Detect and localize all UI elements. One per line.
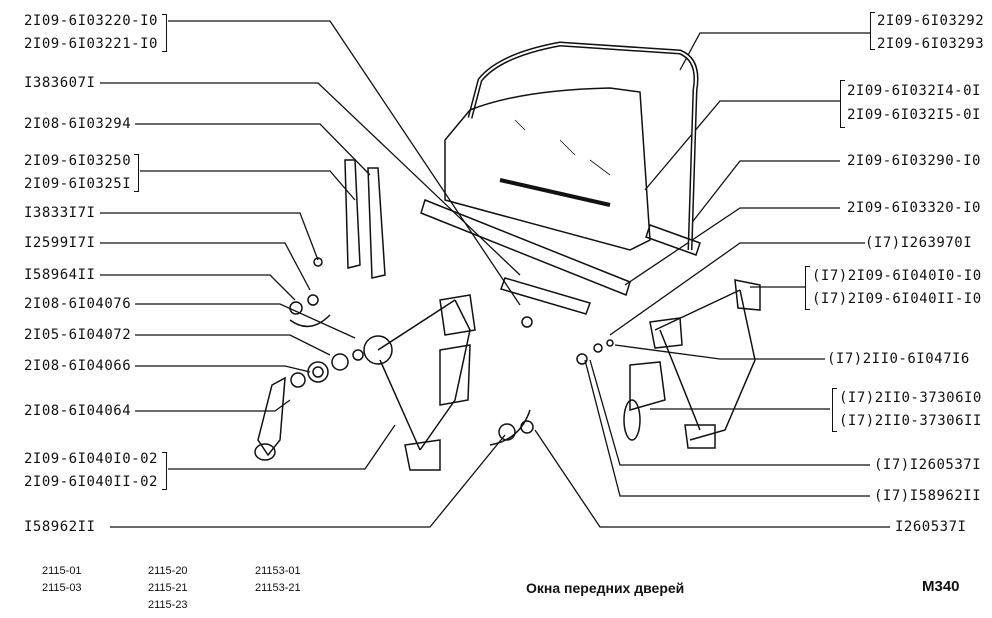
leader-r5 bbox=[689, 160, 840, 226]
label-part: (I7)2I09-6I040I0-I0 bbox=[812, 268, 982, 284]
leader-l14 bbox=[168, 424, 396, 470]
guide-rails bbox=[344, 159, 386, 279]
bracket bbox=[162, 14, 167, 52]
leader-r1 bbox=[679, 32, 870, 71]
page-code: M340 bbox=[922, 578, 960, 595]
bracket bbox=[870, 12, 875, 50]
hardware bbox=[254, 257, 614, 461]
model-code: 2115-23 bbox=[148, 599, 188, 611]
window-regulator-left bbox=[363, 294, 476, 471]
label-part: 2I09-6I03290-I0 bbox=[847, 153, 981, 169]
label-part: 2I09-6I03220-I0 bbox=[24, 13, 158, 29]
leader-l10 bbox=[135, 303, 356, 339]
label-part: 2I09-6I032I4-0I bbox=[847, 83, 981, 99]
label-part: 2I09-6I040I0-02 bbox=[24, 451, 158, 467]
leader-r3 bbox=[644, 100, 840, 191]
label-part: 2I08-6I03294 bbox=[24, 116, 132, 132]
label-part: 2I09-6I03250 bbox=[24, 153, 132, 169]
leader-r6 bbox=[624, 207, 840, 286]
model-code: 21153-21 bbox=[255, 582, 301, 594]
label-part: 2I09-6I03292 bbox=[877, 13, 985, 29]
leader-l7 bbox=[100, 212, 319, 261]
label-part: 2I09-6I040II-02 bbox=[24, 474, 158, 490]
bracket bbox=[134, 154, 139, 192]
leader-r10 bbox=[614, 344, 825, 360]
leader-l12 bbox=[135, 365, 311, 373]
leader-r13 bbox=[589, 359, 870, 466]
label-part: I58964II bbox=[24, 267, 96, 283]
bracket bbox=[162, 452, 167, 490]
leader-r14 bbox=[584, 359, 870, 497]
label-part: 2I08-6I04066 bbox=[24, 358, 132, 374]
label-part: I2599I7I bbox=[24, 235, 96, 251]
label-part: 2I09-6I03293 bbox=[877, 36, 985, 52]
seal-strips bbox=[420, 199, 701, 315]
leader-l3 bbox=[100, 82, 521, 276]
label-part: 2I08-6I04064 bbox=[24, 403, 132, 419]
label-part: (I7)2I09-6I040II-I0 bbox=[812, 291, 982, 307]
leader-l11 bbox=[135, 334, 331, 356]
model-code: 2115-21 bbox=[148, 582, 188, 594]
model-code: 2115-01 bbox=[42, 565, 82, 577]
window-regulator-right bbox=[623, 279, 761, 449]
leader-l5 bbox=[140, 170, 356, 201]
model-code: 21153-01 bbox=[255, 565, 301, 577]
label-part: 2I05-6I04072 bbox=[24, 327, 132, 343]
page-caption: Окна передних дверей bbox=[526, 580, 685, 596]
label-part: I3833I7I bbox=[24, 205, 96, 221]
label-part: (I7)2II0-37306II bbox=[839, 413, 982, 429]
label-part: I260537I bbox=[895, 519, 967, 535]
label-part: 2I09-6I03221-I0 bbox=[24, 36, 158, 52]
model-code: 2115-20 bbox=[148, 565, 188, 577]
bracket bbox=[832, 388, 837, 432]
bracket bbox=[805, 266, 810, 310]
door-glass bbox=[444, 41, 699, 251]
label-part: (I7)I58962II bbox=[874, 488, 982, 504]
leader-r7 bbox=[609, 242, 865, 336]
bracket bbox=[840, 80, 845, 128]
leader-l4 bbox=[135, 123, 371, 176]
leader-l8 bbox=[100, 242, 311, 291]
leader-l9 bbox=[100, 274, 296, 301]
label-part: 2I09-6I03320-I0 bbox=[847, 200, 981, 216]
label-part: (I7)2II0-37306I0 bbox=[839, 390, 982, 406]
leader-r15 bbox=[534, 429, 890, 528]
label-part: I58962II bbox=[24, 519, 96, 535]
label-part: (I7)2II0-6I047I6 bbox=[827, 351, 970, 367]
leader-l1 bbox=[168, 20, 521, 306]
label-part: (I7)I263970I bbox=[865, 235, 973, 251]
label-part: (I7)I260537I bbox=[874, 457, 982, 473]
label-part: 2I09-6I0325I bbox=[24, 176, 132, 192]
model-code: 2115-03 bbox=[42, 582, 82, 594]
leader-l13 bbox=[135, 399, 291, 412]
label-part: 2I08-6I04076 bbox=[24, 296, 132, 312]
label-part: 2I09-6I032I5-0I bbox=[847, 107, 981, 123]
leader-l16 bbox=[110, 434, 506, 528]
label-part: I383607I bbox=[24, 75, 96, 91]
